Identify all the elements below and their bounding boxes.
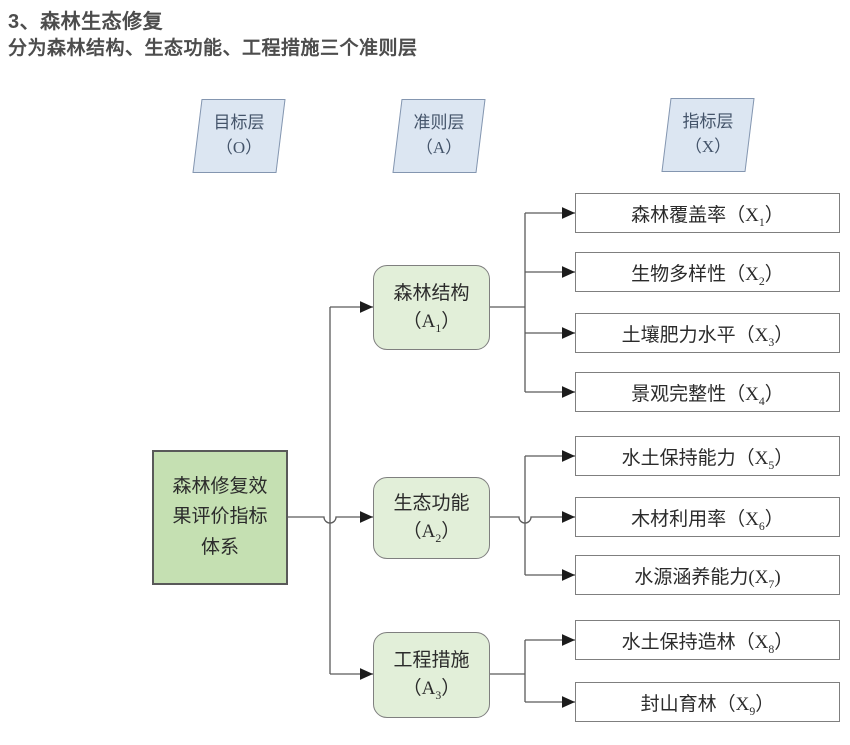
layer-header-goal: 目标层 （O）	[192, 99, 286, 173]
indicator-node-x6: 木材利用率（X6）	[575, 497, 840, 537]
indicator-label: 土壤肥力水平（X3）	[621, 324, 794, 349]
criterion-node-a2: 生态功能 （A2）	[373, 477, 490, 559]
criterion-node-a3: 工程措施 （A3）	[373, 632, 490, 718]
layer-header-label: 目标层 （O）	[213, 113, 265, 157]
indicator-label: 水土保持造林（X8）	[621, 631, 794, 656]
indicator-label: 生物多样性（X2）	[631, 263, 784, 288]
indicator-label: 水土保持能力（X5）	[621, 447, 794, 472]
criterion-name: 工程措施	[393, 650, 470, 672]
goal-node-label: 森林修复效果评价指标体系	[172, 475, 268, 558]
layer-header-indicator: 指标层 （X）	[661, 98, 755, 172]
criterion-node-a1: 森林结构 （A1）	[373, 265, 490, 350]
indicator-node-x3: 土壤肥力水平（X3）	[575, 313, 840, 353]
indicator-node-x9: 封山育林（X9）	[575, 682, 840, 722]
indicator-label: 景观完整性（X4）	[631, 383, 784, 408]
layer-header-label: 准则层 （A）	[413, 113, 465, 157]
indicator-node-x7: 水源涵养能力(X7)	[575, 555, 840, 595]
indicator-node-x1: 森林覆盖率（X1）	[575, 193, 840, 233]
criterion-name: 生态功能	[393, 493, 470, 515]
layer-header-label: 指标层 （X）	[682, 112, 734, 156]
criterion-code: （A1）	[402, 310, 461, 335]
indicator-label: 木材利用率（X6）	[631, 508, 784, 533]
page-title: 3、森林生态修复	[8, 11, 164, 33]
indicator-label: 封山育林（X9）	[640, 693, 775, 718]
indicator-node-x2: 生物多样性（X2）	[575, 252, 840, 292]
indicator-node-x5: 水土保持能力（X5）	[575, 436, 840, 476]
criterion-code: （A2）	[402, 521, 461, 545]
page-subtitle: 分为森林结构、生态功能、工程措施三个准则层	[8, 38, 418, 59]
goal-node: 森林修复效果评价指标体系	[152, 450, 288, 585]
criterion-name: 森林结构	[393, 282, 470, 304]
indicator-node-x4: 景观完整性（X4）	[575, 372, 840, 412]
indicator-label: 森林覆盖率（X1）	[631, 204, 784, 229]
criterion-code: （A3）	[402, 678, 461, 702]
layer-header-criterion: 准则层 （A）	[392, 99, 486, 173]
indicator-label: 水源涵养能力(X7)	[634, 566, 781, 591]
indicator-node-x8: 水土保持造林（X8）	[575, 620, 840, 660]
